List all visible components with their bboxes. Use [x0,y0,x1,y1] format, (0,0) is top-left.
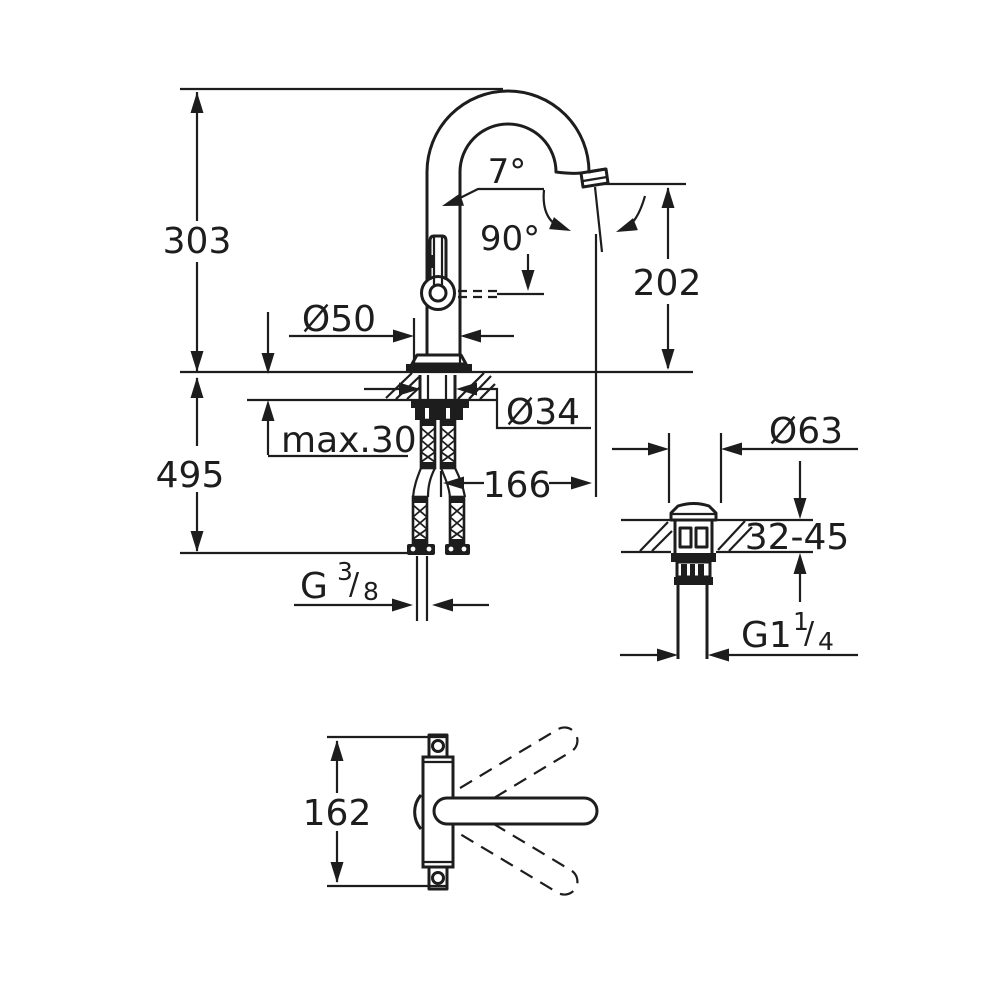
dim-d34-label: Ø34 [506,392,580,433]
dim-303-label: 303 [163,221,232,262]
dim-g38: G 3 / 8 [294,557,489,612]
handle-ghost-position [458,289,544,299]
mounting-tab-bottom [427,865,449,891]
drain-deck-hatching [639,520,753,552]
dim-495: 495 [156,377,410,555]
supply-hoses [407,418,470,621]
top-view: 162 [303,726,599,896]
stream-angle-line [593,186,604,253]
dim-g38-denominator: 8 [363,577,379,606]
dim-3245: 32-45 [745,461,850,602]
dim-303: 303 [163,87,503,372]
mounting-hole-top [431,739,445,753]
mounting-hardware [411,400,469,420]
handle-pivot-inner [428,283,448,303]
front-view-dimensions: 303 7° 90° 202 [156,87,702,612]
pivot-circle-arc [413,794,423,830]
deck-section [180,370,693,402]
dim-3245-label: 32-45 [745,517,850,558]
dim-162: 162 [303,735,447,888]
supply-pipe [415,556,429,621]
drain-deck-section [621,518,813,554]
dim-495-label: 495 [156,455,225,496]
hose-break-curves [411,467,467,498]
dim-166: 166 [439,465,592,506]
drain-tailpipe [676,585,709,659]
dim-7deg-label: 7° [488,152,527,192]
mounting-hole-bottom [431,871,445,885]
dim-202: 202 [594,182,702,497]
dim-d63: Ø63 [612,411,858,503]
handle-swing-ghost-down [432,796,579,896]
dim-90deg: 90° [480,219,540,291]
dim-166-label: 166 [483,465,552,506]
front-view-faucet [180,89,693,621]
dim-d63-label: Ø63 [769,411,843,452]
dim-g114: G1 1 / 4 [620,607,858,662]
waste-drain-view: Ø63 32-45 G1 1 / 4 [612,411,858,662]
dim-162-label: 162 [303,793,372,834]
dim-d50-label: Ø50 [302,299,376,340]
dim-g114-prefix: G1 [741,615,792,656]
handle-swing-ghost-up [432,726,579,826]
dim-g38-numerator: 3 [337,557,353,586]
handle-lever-top-view [432,796,599,826]
dim-max30: max.30 [261,312,417,461]
dim-g114-slash: / [804,616,815,651]
dim-7deg: 7° [439,152,647,253]
mounting-tab-top [427,733,449,759]
dim-g38-prefix: G [300,566,328,607]
dim-max30-label: max.30 [281,420,417,461]
dim-202-label: 202 [633,263,702,304]
hose-connector-left [407,544,435,555]
dim-g114-numerator: 1 [793,607,809,636]
dim-g38-slash: / [349,567,360,602]
dim-g114-denominator: 4 [818,627,834,656]
faucet-base [406,353,472,373]
handle-lever [420,234,456,311]
dim-d50: Ø50 [289,299,514,365]
handle-pivot-outer [420,275,456,311]
dim-90deg-label: 90° [480,219,540,259]
drain-body [669,502,718,659]
dim-d34: Ø34 [364,382,591,433]
drain-cap [669,502,718,522]
